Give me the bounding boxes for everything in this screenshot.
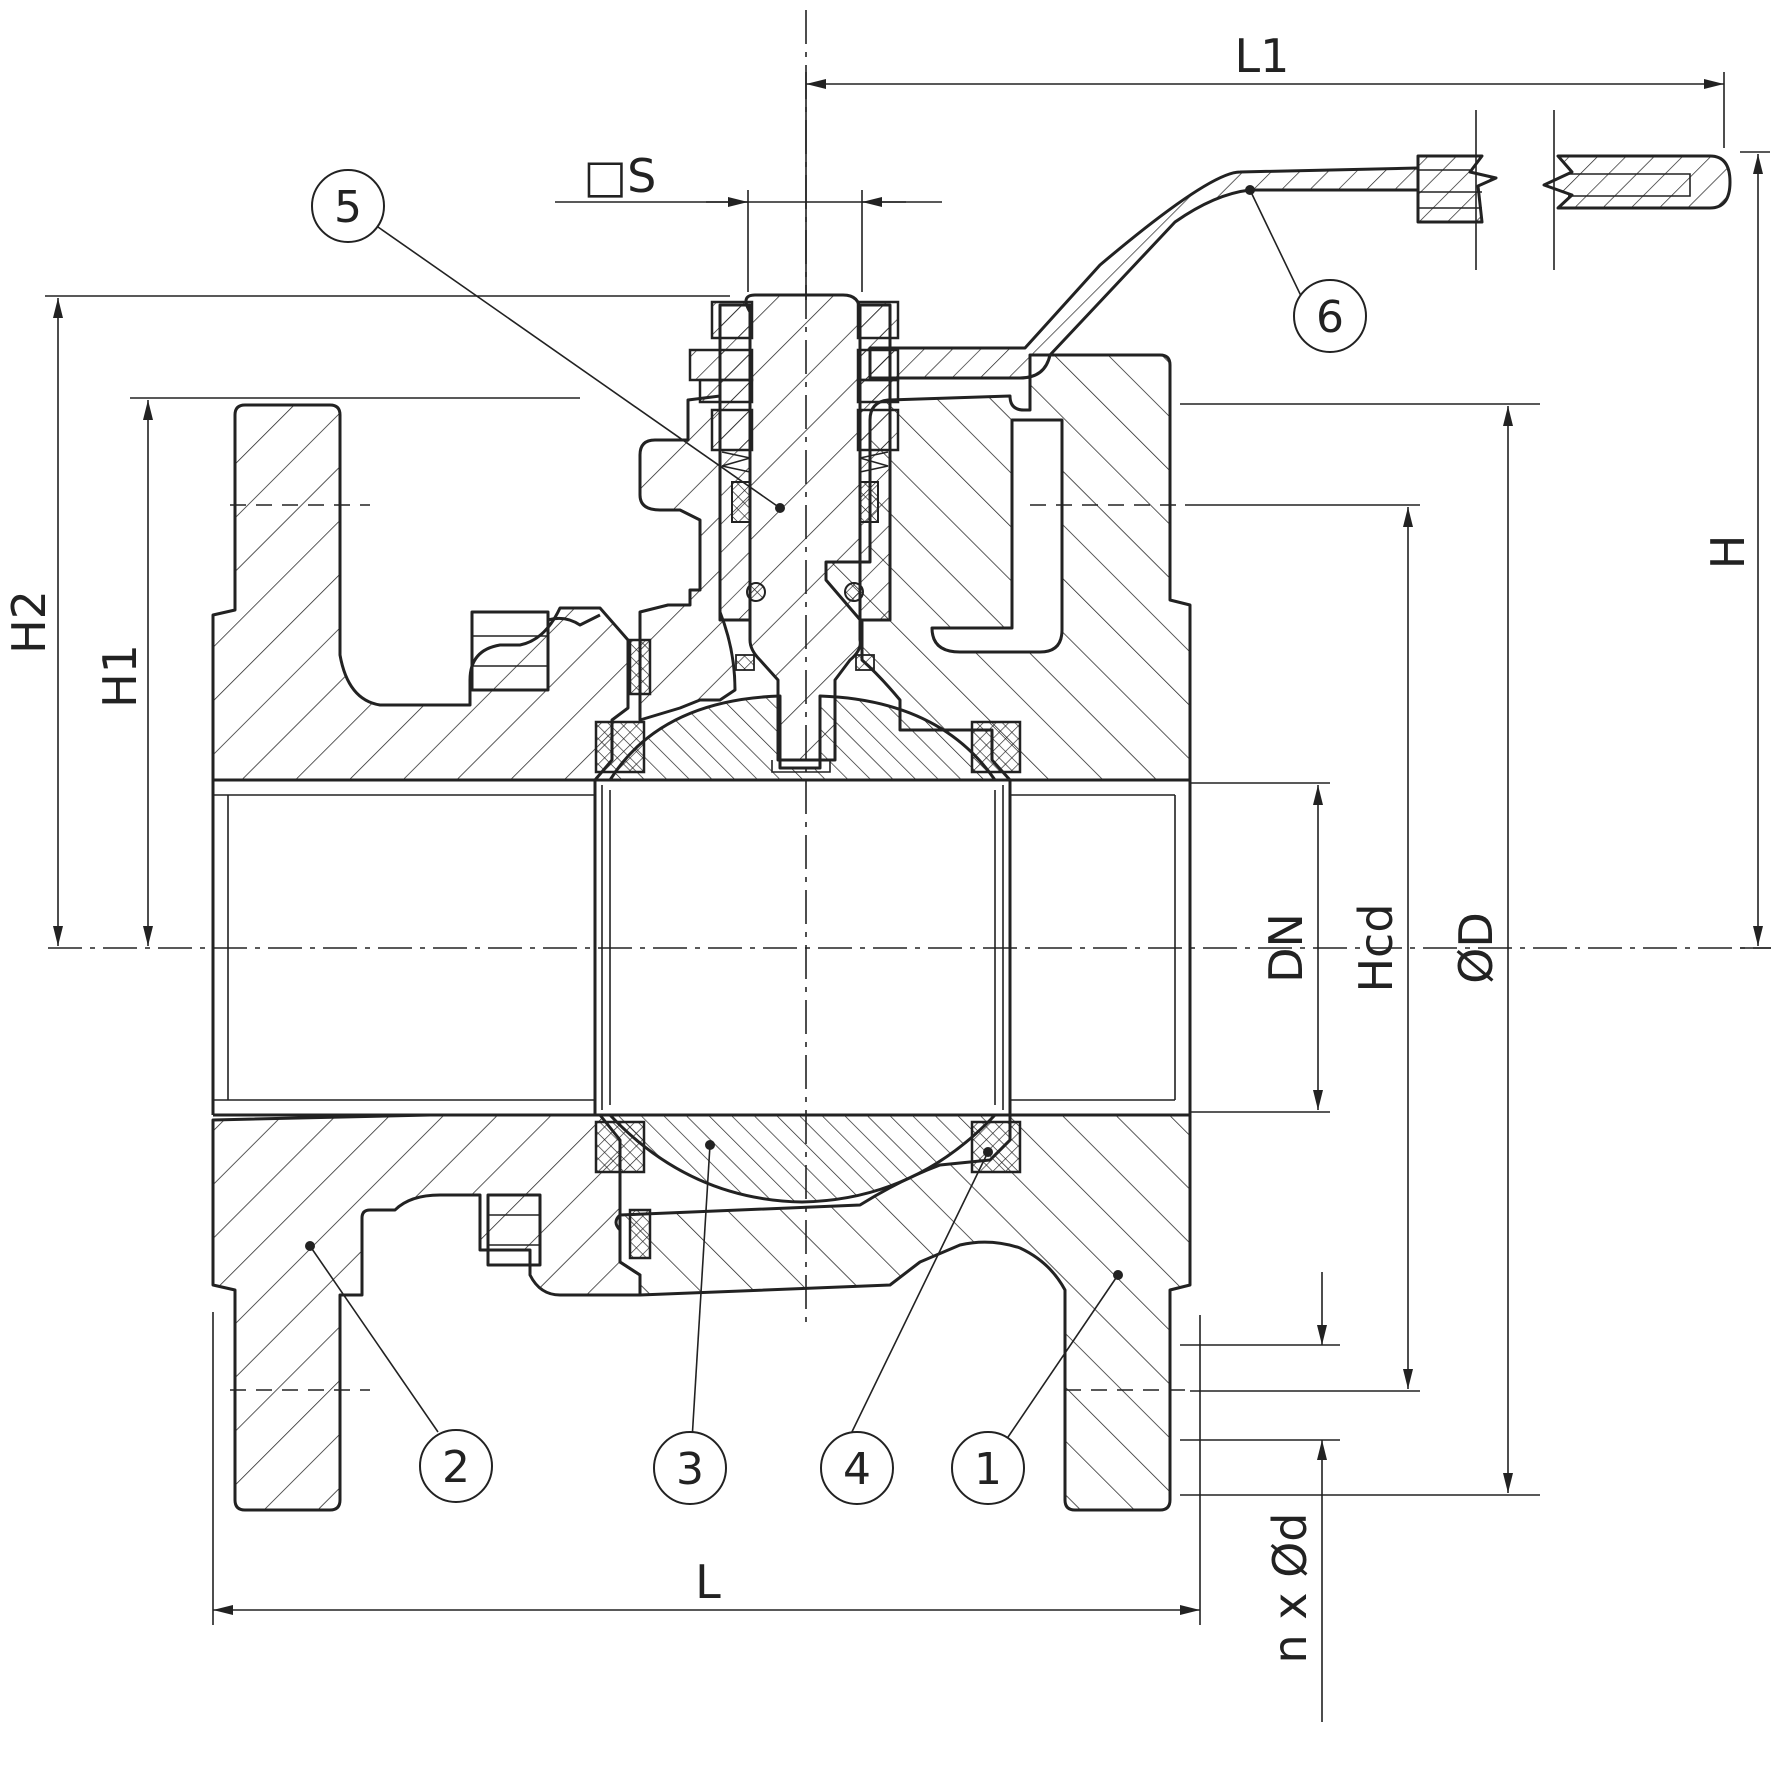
- ball-top-segment: [608, 694, 997, 782]
- gland-nut-right: [856, 300, 900, 340]
- dim-L: L: [695, 1555, 721, 1609]
- seat-lower-left: [594, 1120, 646, 1174]
- seat-lower-right: [970, 1120, 1022, 1174]
- body-bottom-left-lug: [211, 1113, 642, 1512]
- o-ring-right: [844, 582, 864, 602]
- body-lower-right: [618, 1113, 1192, 1512]
- dim-H2: H2: [2, 590, 56, 654]
- stem: [744, 293, 862, 762]
- dim-nxd: n x Ød: [1263, 1512, 1317, 1663]
- end-flange-neck: [638, 394, 737, 722]
- balloon-part-5: 5: [311, 169, 385, 243]
- dim-D: ØD: [1449, 912, 1503, 984]
- dim-H: H: [1701, 535, 1755, 570]
- dim-Hcd: Hcd: [1349, 903, 1403, 992]
- svg-text:4: 4: [843, 1444, 871, 1495]
- dimension-lines: [45, 72, 1771, 1722]
- gland-nut-left: [710, 300, 754, 340]
- dim-S: □S: [584, 149, 657, 203]
- balloon-part-4: 4: [820, 1431, 894, 1505]
- spring-right: [856, 408, 900, 452]
- gland-left: [688, 348, 754, 382]
- stem-assembly: [688, 293, 900, 773]
- leader-lines: [305, 185, 1303, 1441]
- seats: [594, 638, 1022, 1260]
- body: [211, 353, 1192, 1512]
- dim-L1: L1: [1235, 29, 1290, 83]
- body-gasket-lower: [628, 1208, 652, 1260]
- washer-right: [856, 378, 900, 404]
- end-flange-upper: [211, 403, 630, 782]
- ball: [608, 694, 997, 1204]
- dimension-labels: L1 L □S H2 H1 H DN Hcd ØD n x Ød: [2, 29, 1755, 1664]
- lever-arm: [868, 166, 1420, 380]
- balloon-part-1: 1: [951, 1431, 1025, 1505]
- seat-upper-right: [970, 720, 1022, 774]
- spring-left: [710, 408, 754, 452]
- svg-text:6: 6: [1316, 292, 1344, 343]
- end-flange: [211, 394, 737, 782]
- lever-sleeve-right: [1542, 154, 1732, 210]
- dim-DN: DN: [1259, 913, 1313, 983]
- seat-upper-left: [594, 720, 646, 774]
- svg-text:1: 1: [974, 1444, 1002, 1495]
- bolt-nut-lower: [486, 1193, 542, 1267]
- balloon-part-2: 2: [419, 1429, 493, 1503]
- lever: [868, 110, 1732, 380]
- svg-text:2: 2: [442, 1442, 470, 1493]
- balloon-part-6: 6: [1293, 279, 1367, 353]
- washer-left: [698, 378, 754, 404]
- balloon-part-3: 3: [653, 1431, 727, 1505]
- svg-text:3: 3: [676, 1444, 704, 1495]
- bolt-nut-upper: [470, 610, 601, 692]
- body-gasket-upper: [628, 638, 652, 696]
- o-ring-left: [746, 582, 766, 602]
- ball-bottom-segment: [608, 1113, 997, 1204]
- svg-text:5: 5: [334, 182, 362, 233]
- dim-H1: H1: [93, 644, 147, 708]
- lever-sleeve-left: [1416, 154, 1498, 224]
